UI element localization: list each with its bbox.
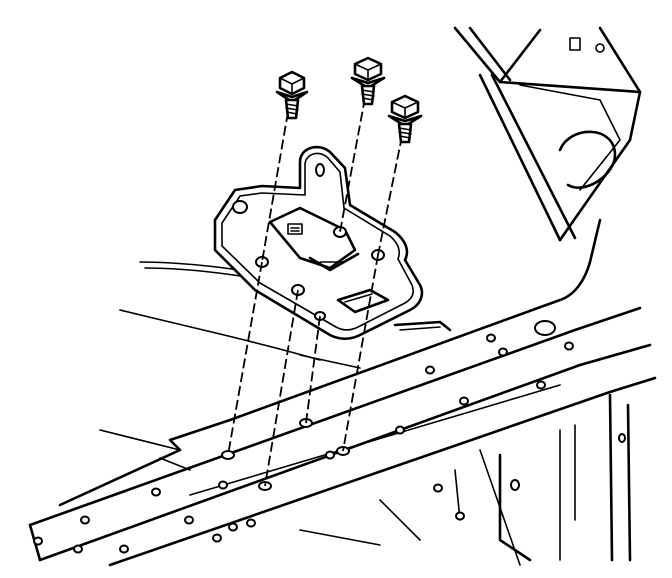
- bolt-right: [387, 94, 423, 144]
- bolt-left: [275, 70, 309, 120]
- frame-rail: [28, 218, 657, 567]
- mount-bracket: [213, 145, 424, 341]
- body-panel: [453, 26, 642, 242]
- bolt-center: [350, 56, 386, 106]
- frame-holes: [33, 320, 626, 554]
- alignment-lines: [227, 97, 403, 487]
